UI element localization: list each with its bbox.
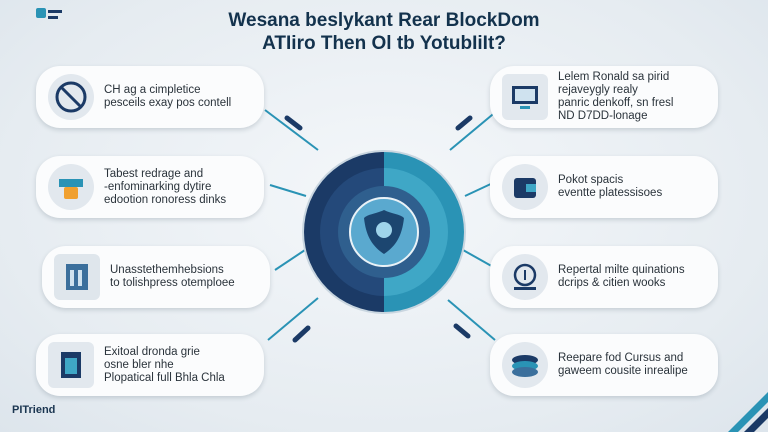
card-text: Tabest redrage and <box>104 167 204 180</box>
card-text: Pokot spacis <box>558 174 624 186</box>
card-text: Lelem Ronald sa pirid <box>558 71 670 83</box>
lock-icon <box>48 164 94 210</box>
center-ring <box>302 150 466 314</box>
info-icon <box>502 254 548 300</box>
feature-card-right-4[interactable]: Reepare fod Cursus and gaweem cousite in… <box>490 334 718 396</box>
title-line-1: Wesana beslykant Rear BlockDom <box>228 10 540 31</box>
building-icon <box>54 254 100 300</box>
card-text: edootion ronoress dinks <box>104 193 227 206</box>
no-sign-icon <box>48 74 94 120</box>
card-text: gaweem cousite inrealipe <box>558 365 688 377</box>
corner-stripe-decoration <box>728 392 768 432</box>
card-text: -enfominarking dytire <box>104 180 212 193</box>
card-text: rejaveygly realy <box>558 84 638 96</box>
feature-card-right-3[interactable]: Repertal milte quinations dcrips & citie… <box>490 246 718 308</box>
shield-icon <box>364 210 404 254</box>
feature-card-right-1[interactable]: Lelem Ronald sa pirid rejaveygly realy p… <box>490 66 718 128</box>
card-text: Repertal milte quinations <box>558 264 685 276</box>
card-text: Reepare fod Cursus and <box>558 352 684 364</box>
card-text: osne bler nhe <box>104 358 174 371</box>
card-text: Plopatical full Bhla Chla <box>104 371 225 384</box>
brand-mark-icon <box>36 8 62 19</box>
card-text: eventte platessisoes <box>558 187 663 199</box>
card-text: Unasstethemhebsions <box>110 264 224 276</box>
card-text: Exitoal dronda grie <box>104 345 200 358</box>
card-text: panric denkoff, sn fresl <box>558 97 674 109</box>
stack-icon <box>502 342 548 388</box>
document-icon <box>48 342 94 388</box>
card-text: pesceils exay pos contell <box>104 97 232 109</box>
feature-card-right-2[interactable]: Pokot spacis eventte platessisoes <box>490 156 718 218</box>
title-line-2: ATIiro Then Ol tb YotubIiIt? <box>262 33 506 54</box>
monitor-icon <box>502 74 548 120</box>
feature-card-left-2[interactable]: Tabest redrage and -enfominarking dytire… <box>36 156 264 218</box>
card-text: CH ag a cimpletice <box>104 84 201 96</box>
card-text: to tolishpress otemploee <box>110 277 235 289</box>
wallet-icon <box>502 164 548 210</box>
feature-card-left-3[interactable]: Unasstethemhebsions to tolishpress otemp… <box>42 246 270 308</box>
card-text: dcrips & citien wooks <box>558 277 666 289</box>
feature-card-left-4[interactable]: Exitoal dronda grie osne bler nhe Plopat… <box>36 334 264 396</box>
brand-logo: PITriend <box>12 404 56 416</box>
feature-card-left-1[interactable]: CH ag a cimpletice pesceils exay pos con… <box>36 66 264 128</box>
card-text: ND D7DD-lonage <box>558 110 648 122</box>
